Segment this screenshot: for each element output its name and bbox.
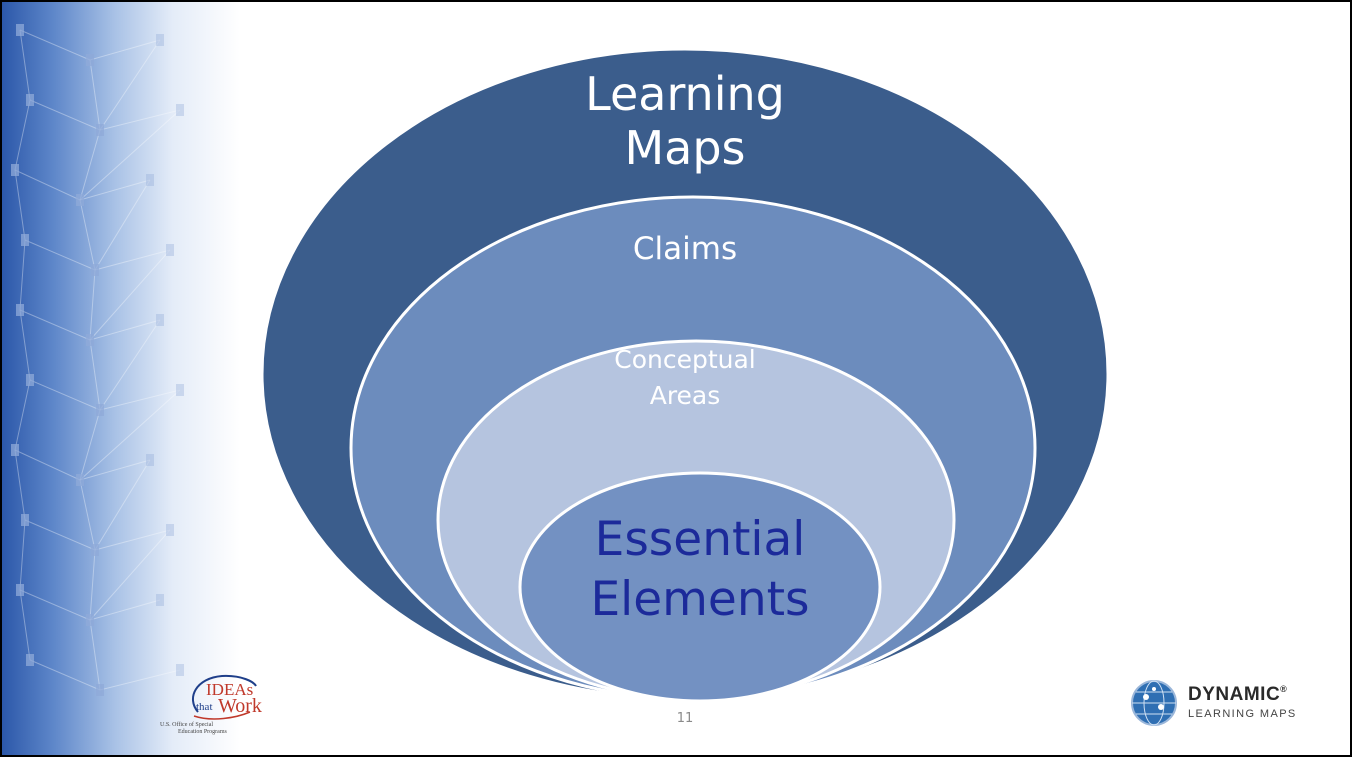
globe-icon (1131, 680, 1177, 726)
ideas-subtitle-line: Education Programs (178, 729, 227, 736)
ring-label-line: Maps (624, 121, 746, 176)
ring-label-line: Conceptual (614, 345, 756, 374)
ideas-that: that (196, 701, 213, 713)
ring-label-essential-elements: Essential Elements (540, 510, 860, 629)
ring-label-line: Areas (649, 381, 721, 411)
network-pattern (11, 24, 184, 696)
dlm-name-text: DYNAMIC (1188, 684, 1281, 705)
network-pattern-band (0, 0, 240, 757)
dynamic-learning-maps-logo: DYNAMIC® LEARNING MAPS (1128, 677, 1318, 729)
ring-label-line: Elements (590, 571, 810, 627)
ideas-work: Work (218, 695, 262, 717)
dlm-tagline: LEARNING MAPS (1188, 708, 1297, 720)
ideas-swoosh-icon (192, 674, 257, 720)
ideas-subtitle-line: U.S. Office of Special (160, 722, 214, 728)
dlm-name: DYNAMIC® (1188, 684, 1287, 706)
ring-label-line: Essential (594, 512, 806, 567)
page-number: 11 (676, 711, 694, 726)
ring-label-learning-maps: Learning Maps (550, 67, 820, 176)
ideas-that-work-logo: IDEAs that Work U.S. Office of Special E… (158, 672, 278, 736)
ring-essential-elements (518, 471, 882, 703)
registered-mark: ® (1280, 684, 1288, 694)
ideas-word: IDEAs (206, 680, 254, 699)
ideas-subtitle: U.S. Office of Special Education Program… (160, 722, 280, 736)
ring-label-line: Learning (585, 67, 785, 121)
ring-label-conceptual-areas: Conceptual Areas (540, 342, 830, 415)
ring-label-claims: Claims (560, 231, 810, 268)
ring-label-line: Claims (632, 231, 738, 267)
